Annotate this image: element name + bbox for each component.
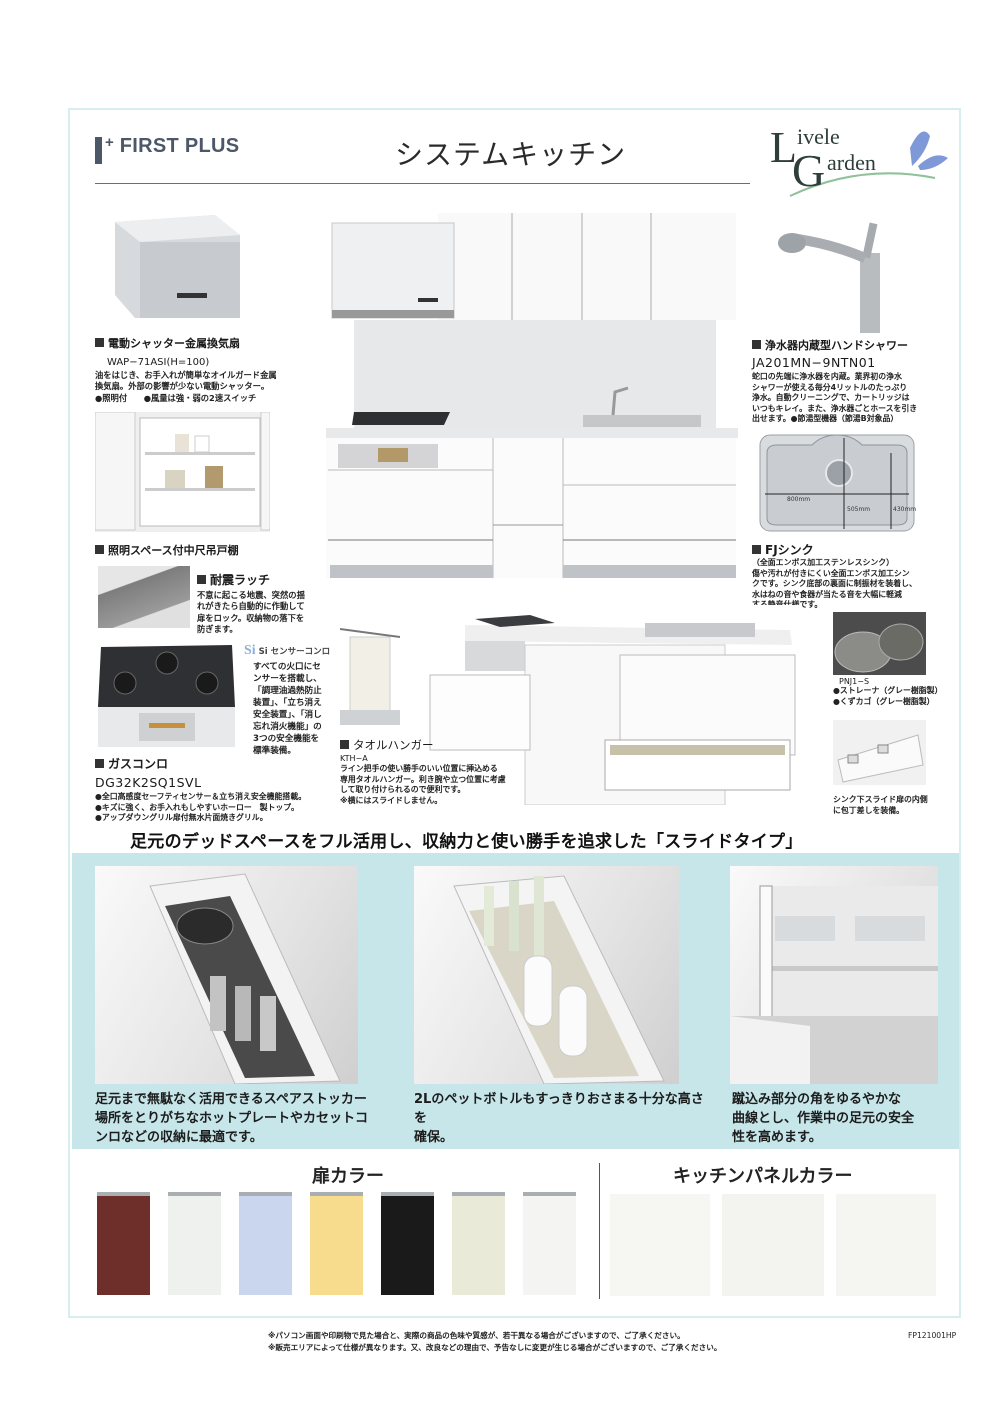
document-code: FP121001HP <box>908 1331 957 1340</box>
logo-plus-icon: + <box>105 134 114 151</box>
logo-swoosh-icon <box>789 131 948 197</box>
faucet-photo <box>770 213 895 333</box>
header-divider <box>95 183 750 184</box>
knife-rack-caption: シンク下スライド扉の内側 に包丁差しを装備。 <box>833 795 928 815</box>
sink-icon: 800mm 505mm 430mm <box>759 434 916 532</box>
gas-stove-model: DG32K2SQ1SVL <box>95 775 202 790</box>
door-swatch-ivory[interactable] <box>452 1192 505 1295</box>
door-swatch-list <box>97 1192 576 1295</box>
range-hood-title: 電動シャッター金属換気扇 <box>108 337 240 350</box>
panel-swatch-1[interactable] <box>610 1194 710 1296</box>
strainer-photo <box>833 612 926 675</box>
brand-name: FIRST PLUS <box>119 135 240 157</box>
panel-swatch-3[interactable] <box>836 1194 936 1296</box>
wall-cabinet-caption: 照明スペース付中尺吊戸棚 <box>95 542 239 558</box>
strainer-icon <box>834 623 924 673</box>
slide-kitchen-photo <box>420 605 800 806</box>
panel-swatch-2[interactable] <box>722 1194 824 1296</box>
gas-stove-feature: Si Si センサーコンロ すべての火口にセ ンサーを搭載し、 「調理油過熱防止… <box>244 643 331 756</box>
slide-photo-pet-bottle <box>414 866 679 1084</box>
slide-text-spare-stocker: 足元まで無駄なく活用できるスペアストッカー 場所をとりがちなホットプレートやカセ… <box>95 1092 369 1145</box>
slide-kitchen-icon <box>420 605 800 806</box>
knife-rack-photo <box>833 720 926 785</box>
first-plus-logo: + FIRST PLUS <box>95 134 240 164</box>
door-swatch-brown[interactable] <box>97 1192 150 1295</box>
range-hood-model: WAP−71ASI(H=100) <box>107 357 210 368</box>
gas-stove-photo <box>95 643 238 751</box>
knife-rack-icon <box>837 734 924 783</box>
si-sensor-badge: Si Si センサーコンロ <box>244 643 331 658</box>
strainer-model: PNJ1−S <box>839 677 870 686</box>
faucet-caption: 浄水器内蔵型ハンドシャワー JA201MN−9NTN01 蛇口の先端に浄水器を内… <box>752 339 918 424</box>
door-swatch-white[interactable] <box>523 1192 576 1295</box>
logo-bar-icon <box>95 137 102 164</box>
towel-hanger-caption: タオルハンガー KTH−A ライン把手の使い勝手のいい位置に挿込める 専用タオル… <box>340 738 506 805</box>
slide-type-headline: 足元のデッドスペースをフル活用し、収納力と使い勝手を追求した「スライドタイプ」 <box>130 832 803 852</box>
range-hood-icon <box>115 215 240 318</box>
door-swatch-white-green[interactable] <box>168 1192 221 1295</box>
wall-cabinet-photo <box>95 412 270 532</box>
door-swatch-black[interactable] <box>381 1192 434 1295</box>
slide-text-pet-bottle: 2Lのペットボトルもすっきりおさまる十分な高さを 確保。 <box>414 1092 704 1145</box>
faucet-model: JA201MN−9NTN01 <box>752 355 876 370</box>
slide-photo-spare-stocker <box>95 866 358 1084</box>
door-swatch-yellow[interactable] <box>310 1192 363 1295</box>
svg-text:505mm: 505mm <box>847 506 870 513</box>
quake-latch-photo <box>98 566 190 628</box>
panel-color-title: キッチンパネルカラー <box>673 1166 853 1187</box>
strainer-caption: PNJ1−S ●ストレーナ（グレー樹脂製） ●くずカゴ（グレー樹脂製） <box>833 677 943 706</box>
page-frame <box>68 108 961 1318</box>
gas-stove-caption: ガスコンロ DG32K2SQ1SVL ●全口高感度セーフティセンサー＆立ち消え安… <box>95 757 307 822</box>
main-kitchen-photo <box>318 210 744 585</box>
range-hood-caption: 電動シャッター金属換気扇 WAP−71ASI(H=100) 油をはじき、お手入れ… <box>95 337 277 403</box>
livele-garden-logo: L ivele G arden <box>770 118 950 198</box>
quake-latch-caption: 耐震ラッチ 不意に起こる地震、突然の揺 れがきたら自動的に作動して 扉をロック。… <box>197 573 305 634</box>
door-swatch-light-blue[interactable] <box>239 1192 292 1295</box>
slide-photo-kickplate <box>730 866 938 1084</box>
slide-text-kickplate: 蹴込み部分の角をゆるやかな 曲線とし、作業中の足元の安全 性を高めます。 <box>732 1092 915 1145</box>
sink-diagram: 800mm 505mm 430mm <box>757 433 917 533</box>
panel-swatch-list <box>610 1194 936 1296</box>
sink-caption: FJシンク （全面エンボス加工ステンレスシンク） 傷や汚れが付きにくい全面エンボ… <box>752 543 917 610</box>
gas-stove-icon <box>98 645 235 747</box>
svg-text:430mm: 430mm <box>893 506 916 513</box>
svg-text:800mm: 800mm <box>787 496 810 503</box>
range-hood-photo <box>95 210 245 325</box>
page-title: システムキッチン <box>395 138 627 171</box>
towel-hanger-model: KTH−A <box>340 754 368 763</box>
towel-hanger-photo <box>339 615 401 726</box>
footer-notes: ※パソコン画面や印刷物で見た場合と、実際の商品の色味や質感が、若干異なる場合がご… <box>268 1331 722 1352</box>
color-divider <box>599 1163 600 1299</box>
faucet-icon <box>778 222 880 333</box>
door-color-title: 扉カラー <box>312 1166 384 1187</box>
system-kitchen-icon <box>318 210 744 585</box>
